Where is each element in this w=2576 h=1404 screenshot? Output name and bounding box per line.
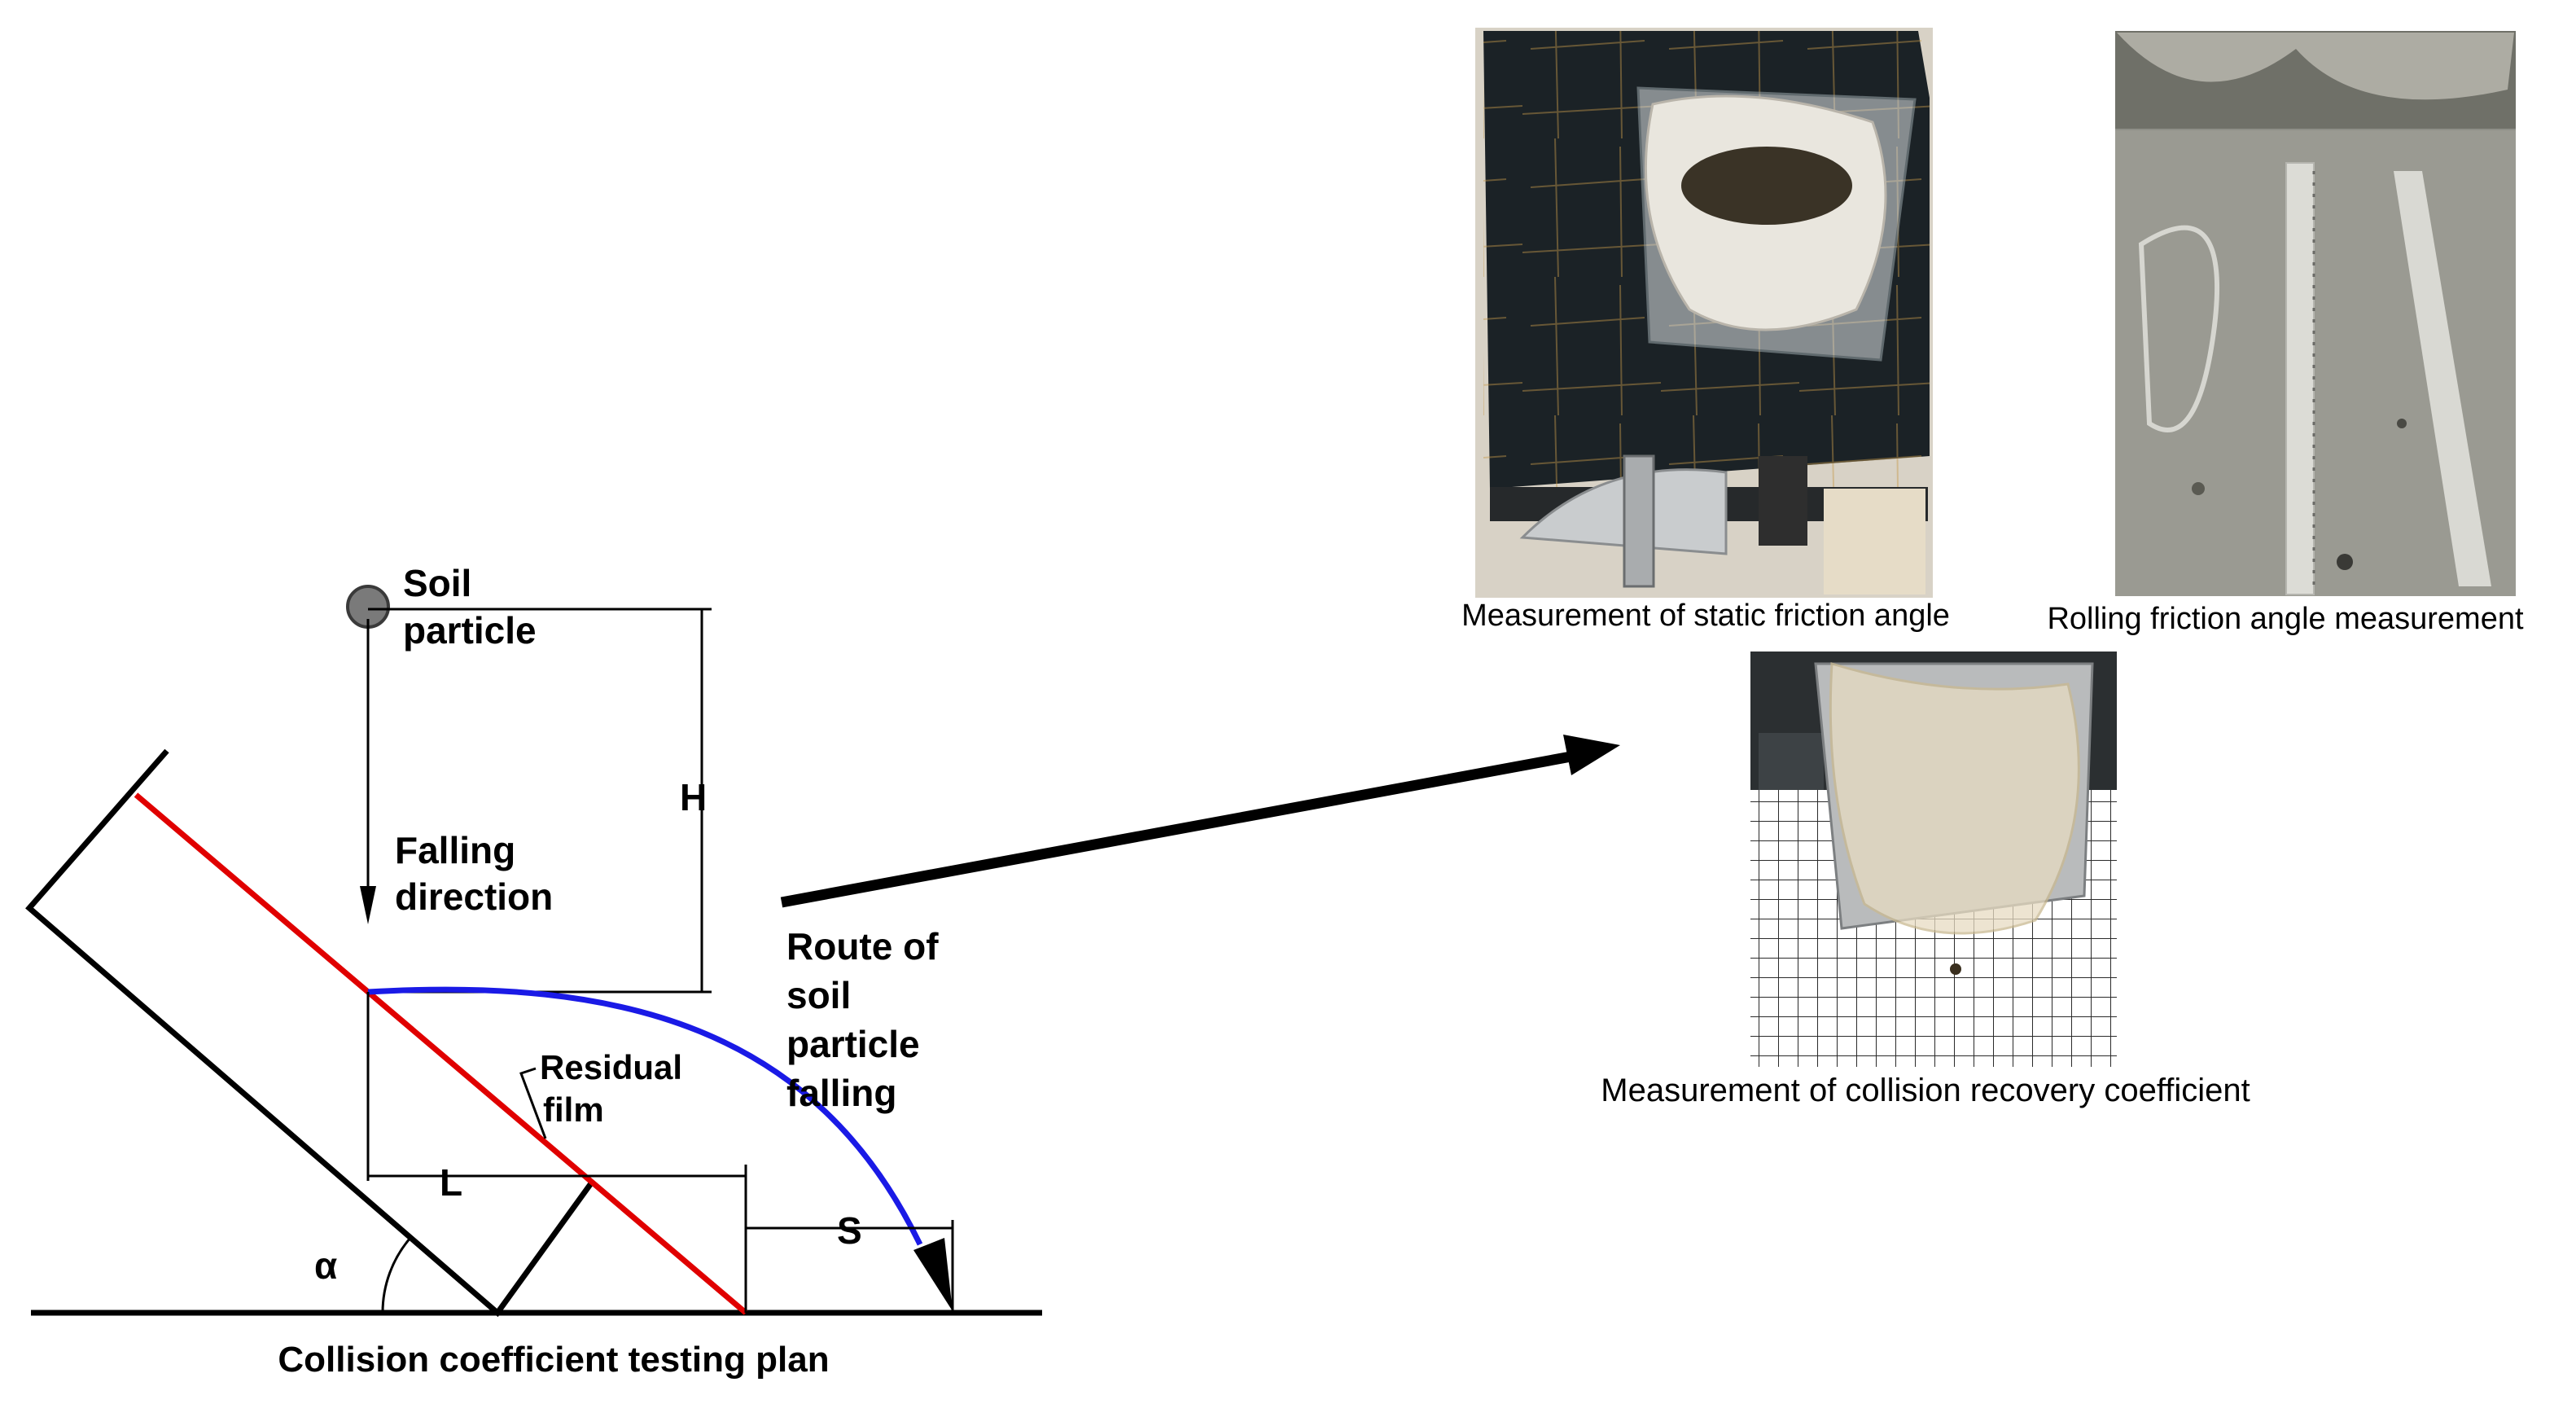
protractor-template [2138, 225, 2219, 432]
route-label-line1: Route of [786, 925, 939, 967]
soil-sample [1681, 147, 1852, 225]
connector-arrow [780, 735, 1620, 908]
residual-film-leader [519, 1067, 547, 1139]
length-label: L [440, 1161, 462, 1204]
falling-direction-label-line1: Falling [395, 829, 515, 871]
angle-label: α [314, 1244, 337, 1287]
photo-static-friction [1475, 28, 1933, 598]
connector-arrow-shaft [780, 750, 1577, 908]
route-label-line3: particle [786, 1023, 920, 1065]
soil-particle-label-line2: particle [403, 609, 537, 652]
rolling-friction-caption: Rolling friction angle measurement [2047, 602, 2524, 636]
height-label: H [680, 776, 707, 818]
inclined-plate [25, 748, 594, 1318]
falling-direction-label-line2: direction [395, 875, 553, 918]
collision-recovery-caption: Measurement of collision recovery coeffi… [1601, 1073, 2250, 1108]
residual-film-label-line1: Residual [540, 1048, 682, 1086]
connector-arrowhead [1563, 735, 1620, 775]
static-friction-caption: Measurement of static friction angle [1461, 599, 1950, 633]
ruler [2285, 162, 2315, 595]
soil-particle-label-line1: Soil [403, 562, 471, 604]
route-label-line4: falling [786, 1072, 896, 1114]
trajectory-arrowhead [913, 1238, 953, 1311]
angle-arc [381, 1237, 412, 1314]
route-label-line2: soil [786, 974, 851, 1016]
collision-schematic: Soil particle H Falling direction Residu… [25, 562, 1042, 1380]
falling-arrowhead [360, 886, 376, 924]
residual-film-label-line2: film [543, 1090, 604, 1129]
residual-film-line [134, 792, 748, 1315]
schematic-caption: Collision coefficient testing plan [278, 1340, 829, 1380]
photo-collision-recovery [1750, 652, 2117, 1067]
photo-rolling-friction [2115, 31, 2516, 596]
residual-film-cover [1829, 662, 2080, 935]
particle-trajectory [367, 986, 923, 1246]
distance-label: S [837, 1209, 862, 1252]
